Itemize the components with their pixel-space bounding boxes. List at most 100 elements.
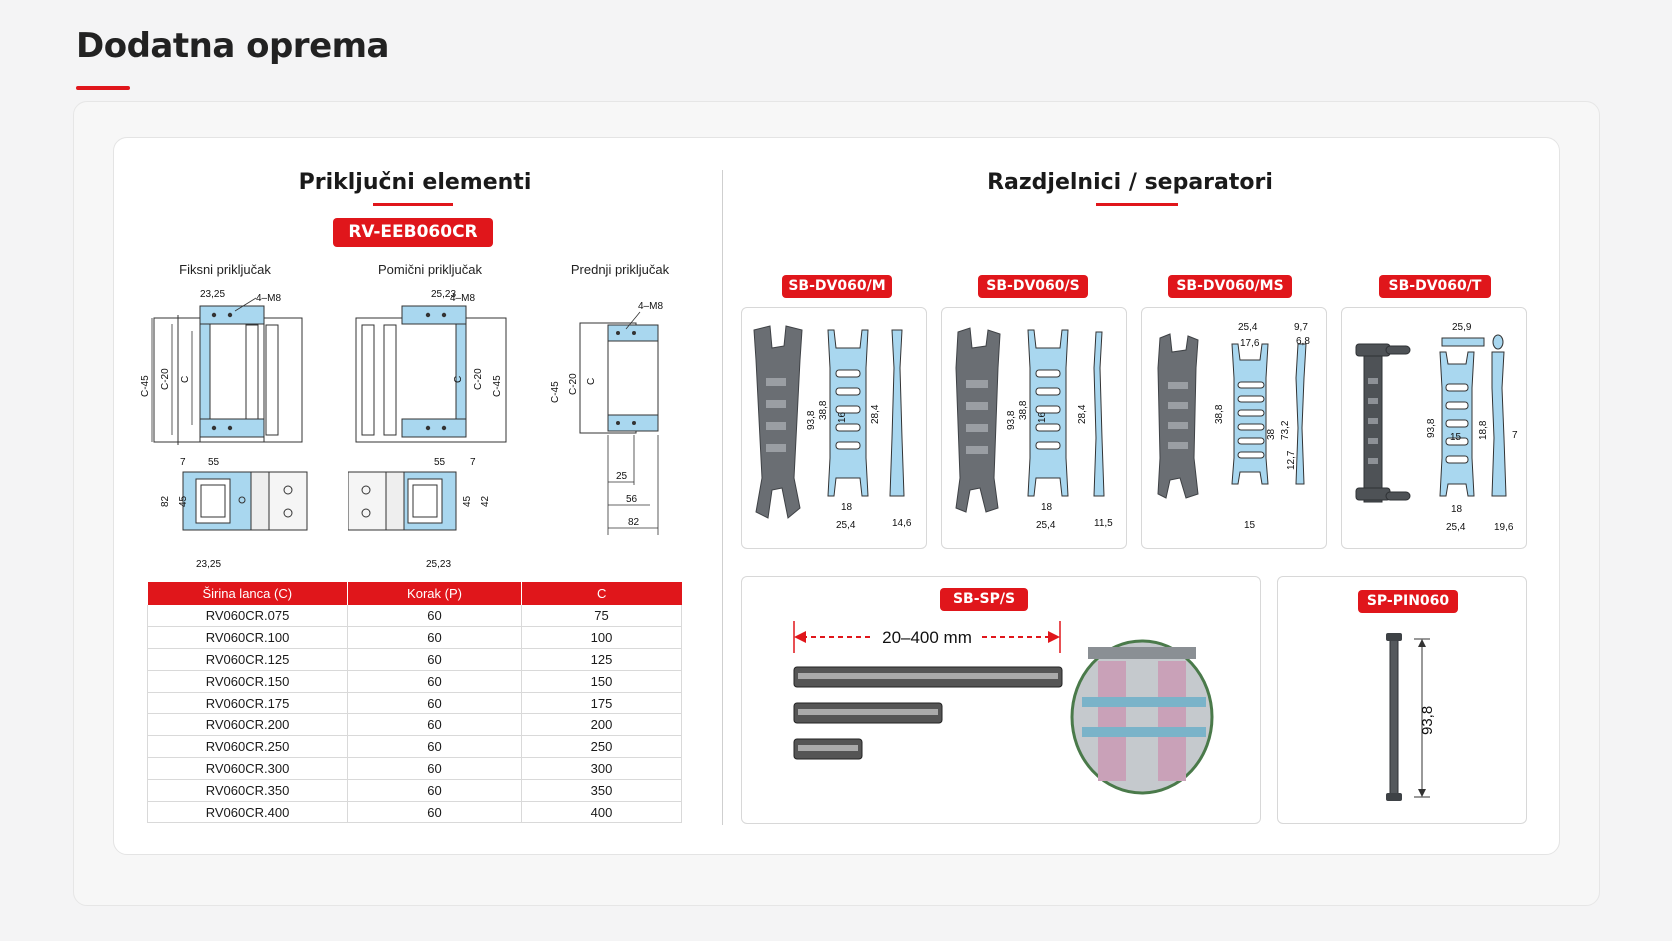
front-connector-drawing: 4–M8 C-45 C-20 C 25 56 82 xyxy=(550,301,663,535)
sep-t-dim-15: 15 xyxy=(1450,432,1462,443)
spacer-card: 20–400 mm xyxy=(741,576,1261,824)
moving-top-plate xyxy=(401,305,467,325)
separator-card-ms: 25,4 17,6 9,7 6,8 38,8 38 73,2 12,7 15 xyxy=(1141,307,1327,549)
pin-tag: SP-PIN060 xyxy=(1358,590,1458,613)
moving-bottom-plate xyxy=(401,418,467,438)
sep-m-dim-146: 14,6 xyxy=(892,518,912,529)
spacer-range-label: 20–400 mm xyxy=(882,628,972,647)
sep-ms-dim-176: 17,6 xyxy=(1240,338,1260,349)
separators-title-underline xyxy=(1096,203,1178,206)
sep-s-dim-284: 28,4 xyxy=(1077,404,1088,424)
sep-s-side xyxy=(1093,331,1105,497)
fixed-dim-45: 45 xyxy=(178,495,189,507)
front-dim-25: 25 xyxy=(616,471,628,482)
fixed-dim-c45: C-45 xyxy=(140,375,151,397)
moving-dim-42: 42 xyxy=(480,495,491,507)
sep-s-dim-115: 11,5 xyxy=(1094,518,1113,529)
chain-width-table: Širina lanca (C) Korak (P) C RV060CR.075… xyxy=(147,582,682,824)
table-header-c: C xyxy=(521,582,682,605)
sep-m-dim-938: 93,8 xyxy=(806,410,817,430)
moving-dim-7: 7 xyxy=(470,457,476,468)
moving-dim-2523b: 25,23 xyxy=(426,559,451,570)
table-header-pitch: Korak (P) xyxy=(347,582,522,605)
sep-t-dim-188: 18,8 xyxy=(1478,420,1489,440)
moving-connector-label: Pomični priključak xyxy=(377,262,483,277)
separator-card-t: 25,9 93,8 15 18,8 7 18 25,4 19,6 xyxy=(1341,307,1527,549)
sep-m-dim-18: 18 xyxy=(841,502,853,513)
separator-card-m: 93,8 38,8 16 28,4 18 25,4 14,6 xyxy=(741,307,927,549)
sep-ms-dim-254: 25,4 xyxy=(1238,322,1258,333)
sep-ms-dim-15: 15 xyxy=(1244,520,1256,531)
separator-tag-t: SB-DV060/T xyxy=(1379,275,1491,298)
pin-shaft xyxy=(1389,636,1399,798)
pin-length-label: 93,8 xyxy=(1419,706,1436,735)
moving-dim-c45: C-45 xyxy=(492,375,503,397)
sep-s-dim-938: 93,8 xyxy=(1006,410,1017,430)
separators-title: Razdjelnici / separatori xyxy=(987,170,1273,195)
moving-dim-2523: 25,23 xyxy=(431,289,456,300)
sep-ms-dim-732: 73,2 xyxy=(1280,420,1291,440)
moving-dim-45: 45 xyxy=(462,495,473,507)
separator-tag-m: SB-DV060/M xyxy=(782,275,892,298)
sep-s-dim-254: 25,4 xyxy=(1036,520,1056,531)
front-dim-c45: C-45 xyxy=(550,381,561,403)
fixed-dim-2325b: 23,25 xyxy=(196,559,221,570)
connectors-title-underline xyxy=(373,203,453,206)
sep-t-dim-259: 25,9 xyxy=(1452,322,1472,333)
moving-dim-c20: C-20 xyxy=(473,368,484,390)
sep-m-dim-16: 16 xyxy=(837,411,848,423)
moving-dim-55: 55 xyxy=(434,457,446,468)
fixed-dim-c20: C-20 xyxy=(160,368,171,390)
separator-tag-ms: SB-DV060/MS xyxy=(1168,275,1292,298)
connectors-title: Priključni elementi xyxy=(298,170,532,195)
sep-s-dim-16: 16 xyxy=(1037,411,1048,423)
sep-t-dim-18: 18 xyxy=(1451,504,1463,515)
fixed-dim-2325: 23,25 xyxy=(200,289,225,300)
sep-m-dim-388: 38,8 xyxy=(818,400,829,420)
sep-m-dim-284: 28,4 xyxy=(870,404,881,424)
sep-t-dim-7: 7 xyxy=(1512,430,1518,441)
page-title: Dodatna oprema xyxy=(76,26,390,66)
sep-t-dim-938: 93,8 xyxy=(1426,418,1437,438)
column-divider xyxy=(722,170,723,825)
separator-card-s: 93,8 38,8 16 28,4 18 25,4 11,5 xyxy=(941,307,1127,549)
fixed-dim-82: 82 xyxy=(160,495,171,507)
title-underline xyxy=(76,86,130,90)
fixed-dim-c: C xyxy=(180,376,191,383)
sep-t-dim-254: 25,4 xyxy=(1446,522,1466,533)
sep-s-dim-18: 18 xyxy=(1041,502,1053,513)
fixed-connector-label: Fiksni priključak xyxy=(179,262,271,277)
sep-ms-dim-388: 38,8 xyxy=(1214,404,1225,424)
separator-tag-s: SB-DV060/S xyxy=(978,275,1088,298)
spacer-assembly-photo xyxy=(1070,639,1214,795)
fixed-connector-drawing: 23,25 4–M8 C-45 C-20 C 7 55 82 45 23,25 xyxy=(140,289,308,570)
fixed-dim-55: 55 xyxy=(208,457,220,468)
sep-s-dim-388: 38,8 xyxy=(1018,400,1029,420)
front-connector-label: Prednji priključak xyxy=(570,262,670,277)
spacer-tag: SB-SP/S xyxy=(940,588,1028,611)
moving-dim-c: C xyxy=(453,376,464,383)
front-dim-56: 56 xyxy=(626,494,638,505)
fixed-dim-7: 7 xyxy=(180,457,186,468)
connector-model-tag: RV-EEB060CR xyxy=(333,218,493,247)
fixed-dim-m8: 4–M8 xyxy=(256,293,281,304)
front-dim-c: C xyxy=(586,378,597,385)
front-dim-82: 82 xyxy=(628,517,640,528)
sep-ms-dim-38: 38 xyxy=(1266,428,1277,440)
moving-connector-drawing: 25,23 4–M8 C C-20 C-45 55 7 45 42 25,23 xyxy=(348,289,507,570)
moving-dim-m8: 4–M8 xyxy=(450,293,475,304)
sep-ms-side xyxy=(1295,343,1307,485)
front-dim-c20: C-20 xyxy=(568,373,579,395)
table-header-width: Širina lanca (C) xyxy=(147,582,348,605)
sep-m-dim-254: 25,4 xyxy=(836,520,856,531)
